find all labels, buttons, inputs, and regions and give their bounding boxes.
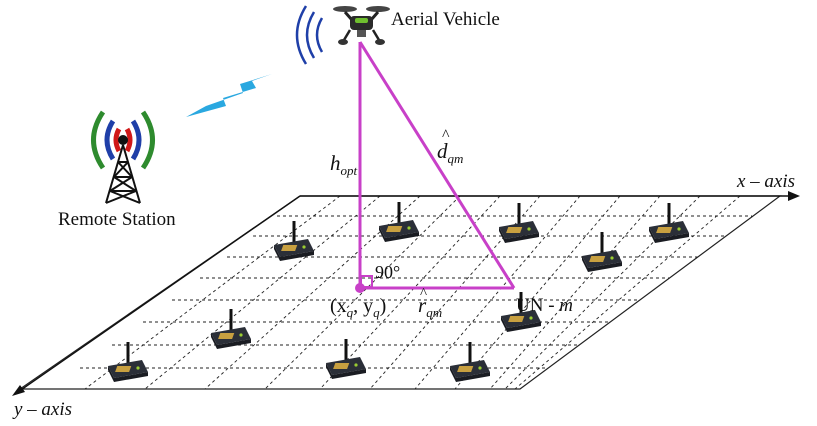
sensor-node-icon xyxy=(647,201,691,245)
y-axis-arrow xyxy=(12,195,301,396)
remote-station-label: Remote Station xyxy=(58,209,176,230)
lightning-bolt-icon xyxy=(186,74,272,117)
y-axis-label: y – axis xyxy=(12,399,72,420)
svg-text:dqm: dqm xyxy=(437,139,463,166)
sensor-node-icon xyxy=(209,307,253,351)
sensor-node-icon xyxy=(448,340,492,384)
r-qm-label: rqm ^ xyxy=(418,286,442,320)
svg-text:^: ^ xyxy=(420,286,427,302)
projection-point-label: (xq, yq) xyxy=(330,295,386,320)
right-angle-marker xyxy=(360,275,373,288)
x-axis-arrow xyxy=(300,191,800,201)
sensor-node-icon xyxy=(106,340,150,384)
svg-text:rqm: rqm xyxy=(418,293,442,320)
un-m-label: UN - m xyxy=(516,295,573,316)
projection-point xyxy=(355,283,365,293)
slant-line xyxy=(358,41,516,289)
h-opt-label: hopt xyxy=(330,151,358,178)
svg-text:^: ^ xyxy=(442,127,450,144)
x-axis-label: x – axis xyxy=(736,171,795,192)
sensor-nodes xyxy=(106,200,691,384)
quadcopter-drone-icon xyxy=(333,6,390,45)
d-qm-label: dqm ^ xyxy=(437,127,463,166)
aerial-vehicle-label: Aerial Vehicle xyxy=(391,9,500,30)
sensor-node-icon xyxy=(497,201,541,245)
right-angle-label: 90° xyxy=(375,262,400,282)
signal-arcs-icon xyxy=(295,5,324,65)
sensor-node-icon xyxy=(377,200,421,244)
radio-tower-icon xyxy=(91,110,155,204)
geometry-triangle xyxy=(358,41,516,290)
sensor-node-icon xyxy=(580,230,624,274)
